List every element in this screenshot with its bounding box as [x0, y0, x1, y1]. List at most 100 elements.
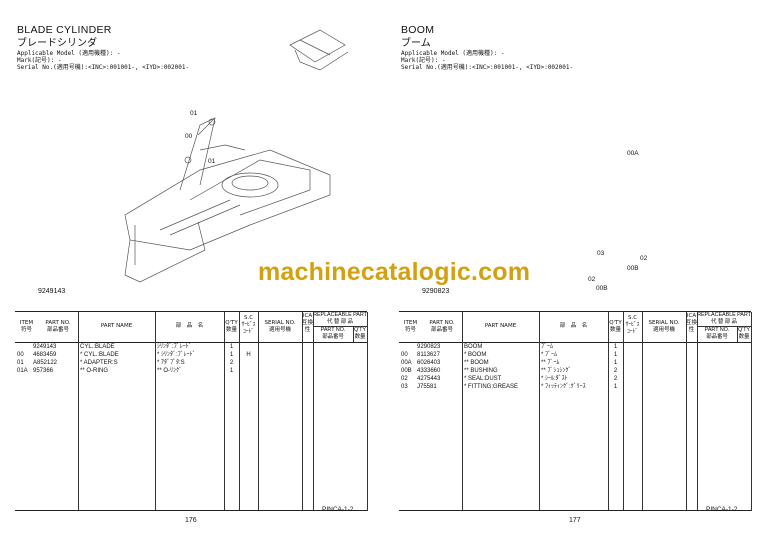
header-replaceable-jp: 代 替 部 品 [711, 319, 737, 325]
mark: Mark(記号): - [17, 57, 62, 64]
column-divider [642, 312, 643, 511]
header-part-name-jp: 部 品 名 [539, 323, 608, 330]
column-divider [239, 312, 240, 511]
header-serial-jp: 適用号機 [652, 327, 675, 333]
header-sc-en: S.C [627, 315, 638, 321]
header-part-name-jp-en: 部 品 名 [175, 323, 204, 329]
column-divider [751, 312, 752, 511]
part-name: * BOOM [464, 352, 487, 358]
item-code: 01 [17, 360, 24, 366]
header-part-name: PART NAME [78, 323, 155, 330]
column-divider [302, 312, 303, 511]
quantity: 2 [613, 376, 618, 382]
page-number: 177 [569, 517, 581, 524]
header-ica-jp: 互換性 [686, 320, 698, 333]
header-part-name-en: PART NAME [484, 323, 517, 329]
header-part-name-jp: 部 品 名 [155, 323, 224, 330]
column-divider [258, 312, 259, 511]
figure-number: 9249143 [38, 288, 66, 295]
item-code: 00 [17, 352, 24, 358]
table-row: 00 4683459 * CYL.:BLADE * ｼﾘﾝﾀﾞ:ﾌﾞﾚｰﾄﾞ 1 H [15, 351, 367, 359]
header-rep-part-no: PART NO.部品番号 [697, 327, 737, 341]
column-divider [686, 312, 687, 511]
header-ica-en: ICA [686, 313, 697, 319]
header-sc-jp1: ｻｰﾋﾞｽ [625, 322, 640, 328]
part-name-jp: * ｼﾘﾝﾀﾞ:ﾌﾞﾚｰﾄﾞ [157, 352, 196, 358]
callout-label: 00B [627, 265, 639, 272]
page-title: BLADE CYLINDER [17, 24, 112, 36]
part-number: A852122 [33, 360, 58, 366]
part-name: * CYL.:BLADE [80, 352, 119, 358]
callout-label: 03 [597, 250, 605, 257]
callout-label: 01 [190, 110, 198, 117]
page-number: 176 [185, 517, 197, 524]
part-number: 4333660 [417, 368, 441, 374]
header-item-en: ITEM [19, 320, 34, 326]
serial-range: Serial No.(適用号機):<INC>:001001-, <IYD>:00… [17, 64, 190, 71]
column-divider [697, 312, 698, 511]
page-title-jp: ブーム [401, 38, 431, 49]
column-divider [539, 312, 540, 511]
part-name-jp: ** O-ﾘﾝｸﾞ [157, 368, 183, 374]
column-divider [313, 312, 314, 511]
header-serial-jp: 適用号機 [268, 327, 291, 333]
header-part-name: PART NAME [462, 323, 539, 330]
part-name: CYL.:BLADE [80, 344, 115, 350]
header-part-no-en: PART NO. [429, 320, 455, 326]
header-serial: SERIAL NO.適用号機 [642, 320, 686, 334]
header-qty-en: Q'TY [609, 320, 622, 326]
figure-number: 9290823 [422, 288, 450, 295]
header-qty-en: Q'TY [225, 320, 238, 326]
header-qty-jp: 数量 [609, 327, 621, 333]
quantity: 1 [229, 368, 234, 374]
callout-label: 00B [596, 285, 608, 292]
column-divider [623, 312, 624, 511]
header-sc-en: S.C [243, 315, 254, 321]
header-rep-part-no-en: PART NO. [704, 327, 730, 333]
header-part-name-jp-en: 部 品 名 [559, 323, 588, 329]
header-rep-qty-en: Q'TY [738, 327, 750, 333]
header-part-no-jp: 部品番号 [430, 327, 453, 333]
header-serial-en: SERIAL NO. [648, 320, 680, 326]
header-part-no-jp: 部品番号 [46, 327, 69, 333]
column-divider [353, 326, 354, 342]
header-item-en: ITEM [403, 320, 418, 326]
quantity: 1 [229, 352, 234, 358]
service-code: H [246, 352, 251, 358]
part-name-jp: ｼﾘﾝﾀﾞ:ﾌﾞﾚｰﾄﾞ [157, 344, 192, 350]
part-number: 4683459 [33, 352, 57, 358]
column-divider [78, 312, 79, 511]
header-ica-jp: 互換性 [302, 320, 314, 333]
footer-code: PINCA-1-2 [322, 506, 354, 513]
table-bottom [15, 510, 367, 511]
serial-range: Serial No.(適用号機):<INC>:001001-, <IYD>:00… [401, 64, 574, 71]
part-name: * SEAL:DUST [464, 376, 502, 382]
header-rep-qty-jp: 数量 [738, 334, 750, 340]
header-replaceable-en: REPLACEABLE PART [697, 312, 751, 318]
mark: Mark(記号): - [401, 57, 446, 64]
applicable-model: Applicable Model (適用機種): - [17, 50, 121, 57]
header-sc-jp1: ｻｰﾋﾞｽ [241, 322, 256, 328]
page-title: BOOM [401, 24, 435, 36]
part-name-jp: * ﾌｨｯﾃｨﾝｸﾞ:ｸﾞﾘｰｽ [541, 384, 586, 390]
header-part-no: PART NO.部品番号 [38, 320, 78, 334]
callout-label: 01 [208, 158, 216, 165]
part-name: * FITTING:GREASE [464, 384, 519, 390]
